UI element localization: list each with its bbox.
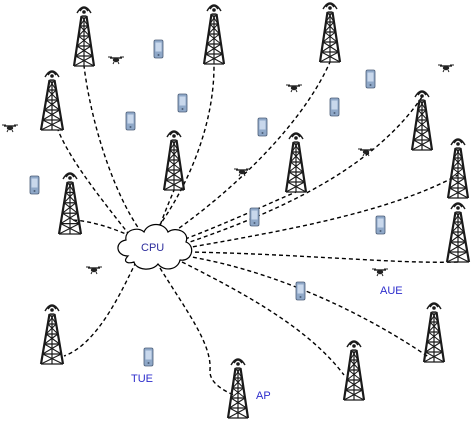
cell-tower-icon	[57, 172, 83, 235]
fronthaul-link	[155, 189, 175, 239]
cell-tower-icon	[446, 138, 470, 199]
aue-label: AUE	[380, 285, 403, 297]
fronthaul-links	[57, 61, 459, 396]
cell-tower-icon	[39, 304, 65, 365]
cell-tower-icon	[318, 2, 342, 63]
cloud-outline	[117, 223, 193, 270]
cell-tower-icon	[72, 6, 96, 67]
cell-tower-icon	[284, 132, 308, 193]
mobile-phone-icon	[365, 69, 376, 89]
drone-icon	[358, 148, 374, 157]
fronthaul-link	[161, 61, 331, 241]
cell-tower-icon	[226, 358, 250, 419]
cell-tower-icon	[202, 4, 226, 65]
fronthaul-link	[69, 219, 144, 244]
fronthaul-link	[63, 261, 137, 357]
fronthaul-link	[159, 267, 235, 396]
cpu-label: CPU	[141, 242, 165, 254]
cell-tower-icon	[162, 130, 186, 191]
fronthaul-link	[149, 65, 215, 239]
fronthaul-link	[185, 255, 431, 359]
mobile-phone-icon	[375, 215, 386, 235]
mobile-phone-icon	[153, 39, 164, 59]
mobile-phone-icon	[125, 111, 136, 131]
cell-tower-icon	[342, 340, 366, 401]
drone-icon	[234, 168, 250, 177]
drone-icon	[2, 124, 18, 133]
cell-tower-icon	[445, 202, 471, 263]
ap-label: AP	[256, 390, 271, 402]
fronthaul-link	[181, 261, 345, 376]
cpu-cloud-icon	[117, 223, 193, 270]
drone-icon	[108, 56, 124, 65]
fronthaul-link	[185, 174, 459, 249]
fronthaul-link	[183, 96, 423, 245]
drone-icon	[438, 64, 454, 73]
mobile-phone-icon	[29, 175, 40, 195]
drone-icon	[286, 84, 302, 93]
terrestrial-users	[29, 39, 386, 367]
fronthaul-link	[83, 65, 147, 239]
cell-tower-icon	[410, 90, 434, 151]
drone-icon	[86, 266, 102, 275]
aerial-users	[2, 56, 454, 277]
fronthaul-link	[187, 251, 459, 263]
mobile-phone-icon	[329, 97, 340, 117]
mobile-phone-icon	[249, 207, 260, 227]
cell-tower-icon	[422, 302, 446, 363]
access-points	[39, 2, 471, 419]
mobile-phone-icon	[257, 117, 268, 137]
tue-label: TUE	[131, 373, 153, 385]
fronthaul-link	[171, 191, 297, 245]
drone-icon	[372, 268, 388, 277]
cell-tower-icon	[39, 70, 65, 131]
mobile-phone-icon	[143, 347, 154, 367]
mobile-phone-icon	[177, 93, 188, 113]
mobile-phone-icon	[295, 281, 306, 301]
